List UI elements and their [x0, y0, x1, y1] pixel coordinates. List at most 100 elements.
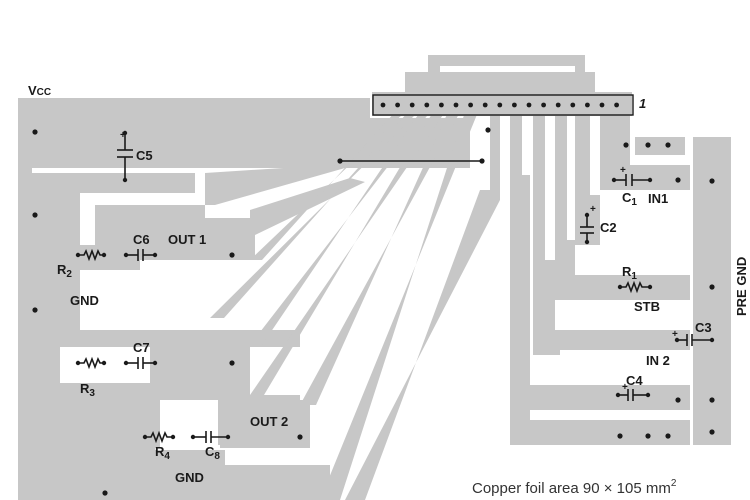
- pre-gnd-label: PRE GND: [734, 257, 749, 316]
- capacitor-c7-symbol: [123, 357, 158, 369]
- in1-strip: [600, 112, 630, 167]
- component-pads: [32, 127, 715, 496]
- header-pin-pad: [585, 102, 590, 108]
- out1-label: OUT 1: [168, 232, 206, 247]
- gnd-bottom-strip: [18, 455, 95, 500]
- out1-copper-area: [70, 178, 365, 270]
- capacitor-c2-symbol: [580, 212, 594, 245]
- header-pin-pad: [424, 102, 430, 108]
- header-pin-pad: [395, 102, 400, 108]
- gnd-bottom-area: [95, 400, 330, 500]
- copper-foil-regions: [18, 55, 731, 500]
- header-pin-pad: [453, 102, 459, 108]
- out2-strip: [220, 400, 310, 448]
- c5-label: C5: [136, 148, 153, 163]
- c3-label: C3: [695, 320, 712, 335]
- in2-copper-area: [533, 330, 690, 355]
- pad: [102, 490, 108, 496]
- right-trace-b: [533, 112, 555, 345]
- capacitor-c3-symbol: [674, 334, 715, 346]
- c2-label: C2: [600, 220, 617, 235]
- trace-fan-5: [300, 112, 460, 405]
- trace-fan-6: [320, 112, 478, 500]
- c1-label: C1: [622, 190, 637, 208]
- trace-fan-3: [250, 112, 430, 345]
- pad: [665, 142, 671, 148]
- top-loop-trace: [428, 55, 585, 110]
- pad: [617, 433, 623, 439]
- header-pin-pad: [380, 102, 386, 108]
- pre-gnd-copper-strip: [693, 137, 731, 445]
- header-pads: [380, 102, 619, 108]
- polarity-mark: +: [120, 130, 126, 141]
- header-pin-pad: [468, 102, 473, 108]
- header-outline: [372, 94, 634, 116]
- right-pad-block-2: [635, 425, 685, 445]
- right-trace-c: [555, 112, 575, 275]
- header-pin-pad: [614, 102, 619, 108]
- polarity-mark: +: [620, 165, 626, 176]
- c4-copper-area: [520, 385, 690, 410]
- gnd-top-label: GND: [70, 293, 99, 308]
- pad: [32, 129, 38, 135]
- header-pin-pad: [409, 102, 415, 108]
- resistor-r2-symbol: [75, 248, 107, 262]
- polarity-mark: +: [590, 204, 596, 215]
- in2-label: IN 2: [646, 353, 670, 368]
- gnd-bottom-label: GND: [175, 470, 204, 485]
- trace-fan-2: [210, 112, 418, 318]
- header-pin-pad: [541, 102, 546, 108]
- pad: [485, 127, 491, 133]
- copper-area-caption: Copper foil area 90 × 105 mm2: [472, 478, 677, 497]
- pad: [675, 177, 681, 183]
- r2-label: R2: [57, 262, 72, 280]
- pad: [709, 178, 715, 184]
- header-pin-pad: [555, 102, 561, 108]
- trace-fan-1: [250, 112, 405, 260]
- resistor-r1-symbol: [617, 280, 653, 294]
- pad: [709, 397, 715, 403]
- top-loop-side: [405, 72, 595, 92]
- trace-fan-4: [250, 112, 445, 395]
- right-pad-block-1: [635, 137, 685, 155]
- capacitor-c4-symbol: [615, 389, 651, 401]
- pad: [665, 433, 671, 439]
- pad: [297, 434, 303, 440]
- pad: [645, 433, 651, 439]
- capacitor-c1-symbol: [611, 174, 653, 186]
- in1-copper-area: [600, 165, 690, 190]
- r1-label: R1: [622, 264, 637, 282]
- header-pin-pad: [497, 102, 503, 108]
- pad: [623, 142, 629, 148]
- c7-label: C7: [133, 340, 150, 355]
- c8-label: C8: [205, 444, 220, 462]
- vcc-label: VCC: [28, 83, 51, 98]
- pad: [709, 284, 715, 290]
- capacitor-c8-symbol: [190, 431, 231, 443]
- c4-label: C4: [626, 373, 643, 388]
- out-middle-area: [150, 335, 250, 385]
- pad: [32, 307, 38, 313]
- vcc-trace-fan: [95, 165, 345, 220]
- gnd-copper-area: [18, 173, 300, 383]
- polarity-mark: +: [672, 329, 678, 340]
- header-pin-pad: [570, 102, 576, 108]
- polarity-mark: +: [622, 382, 628, 393]
- component-labels: VCC C5 C6 OUT 1 R2 GND C7 R3 OUT 2 R4 C8…: [28, 83, 749, 485]
- header-pin-pad: [526, 102, 532, 108]
- out2-label: OUT 2: [250, 414, 288, 429]
- resistor-r3-symbol: [75, 356, 107, 370]
- in1-label: IN1: [648, 191, 668, 206]
- pad: [709, 429, 715, 435]
- c6-label: C6: [133, 232, 150, 247]
- pad: [32, 212, 38, 218]
- stb-label: STB: [634, 299, 660, 314]
- right-trace-a: [510, 112, 530, 430]
- capacitor-c5-symbol: [117, 130, 133, 183]
- header-pin-pad: [599, 102, 605, 108]
- pad: [229, 252, 235, 258]
- header-pin-pad: [482, 102, 488, 108]
- pad: [675, 397, 681, 403]
- pin1-label: 1: [639, 96, 646, 111]
